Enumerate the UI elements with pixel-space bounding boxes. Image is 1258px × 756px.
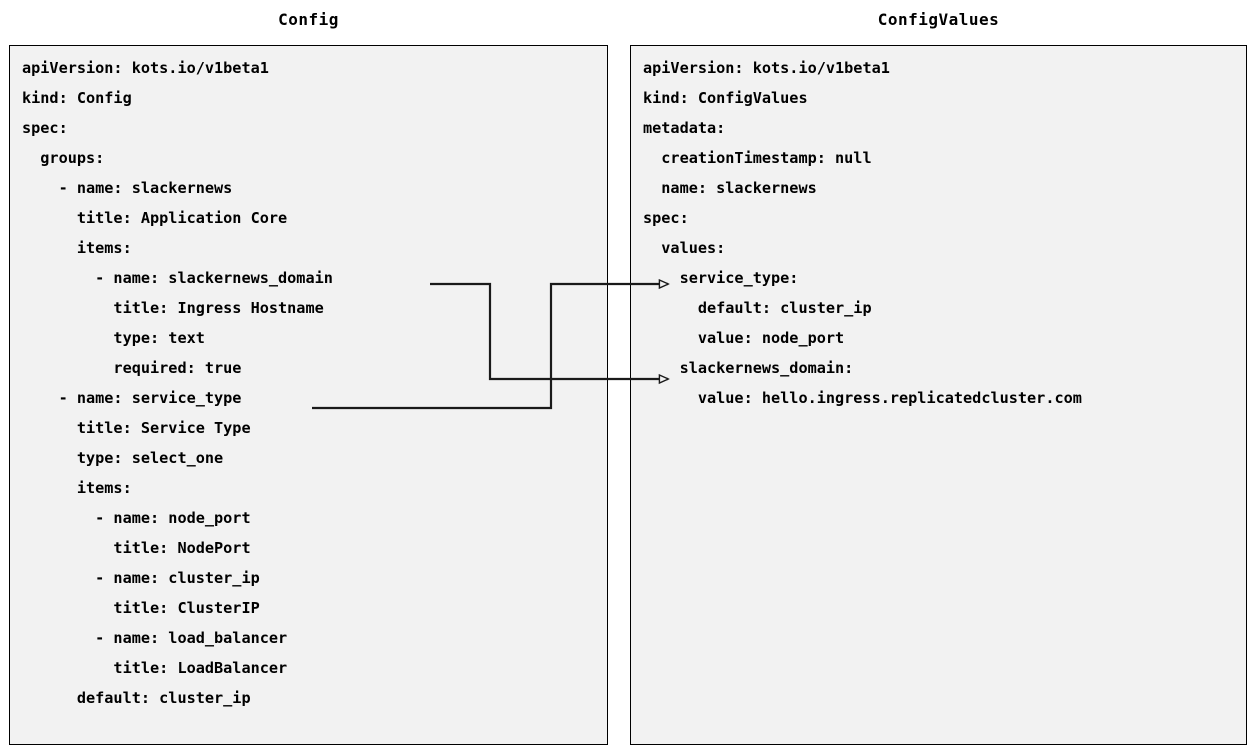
config-yaml-line: groups: (22, 149, 105, 167)
config-yaml-line: default: cluster_ip (22, 689, 251, 707)
config-yaml-line: required: true (22, 359, 242, 377)
config-yaml-line: kind: Config (22, 89, 132, 107)
configvalues-yaml-line: value: hello.ingress.replicatedcluster.c… (643, 389, 1082, 407)
config-yaml-line: items: (22, 479, 132, 497)
config-yaml-line: - name: slackernews (22, 179, 233, 197)
config-yaml-line: title: Ingress Hostname (22, 299, 324, 317)
config-yaml-line: - name: cluster_ip (22, 569, 260, 587)
config-yaml-line: - name: node_port (22, 509, 251, 527)
configvalues-yaml-line: apiVersion: kots.io/v1beta1 (643, 59, 890, 77)
configvalues-yaml-line: default: cluster_ip (643, 299, 872, 317)
config-yaml-line: title: Application Core (22, 209, 288, 227)
configvalues-yaml-line: slackernews_domain: (643, 359, 854, 377)
configvalues-yaml-line: creationTimestamp: null (643, 149, 872, 167)
configvalues-yaml-body: apiVersion: kots.io/v1beta1 kind: ConfigV… (643, 53, 1242, 413)
config-yaml-line: type: select_one (22, 449, 224, 467)
config-yaml-line: apiVersion: kots.io/v1beta1 (22, 59, 269, 77)
config-panel-title: Config (278, 10, 339, 29)
configvalues-yaml-line: values: (643, 239, 726, 257)
config-yaml-line: - name: service_type (22, 389, 242, 407)
configvalues-yaml-line: metadata: (643, 119, 726, 137)
configvalues-yaml-panel: apiVersion: kots.io/v1beta1 kind: ConfigV… (630, 45, 1247, 745)
config-yaml-line: type: text (22, 329, 205, 347)
configvalues-yaml-line: value: node_port (643, 329, 845, 347)
configvalues-yaml-line: kind: ConfigValues (643, 89, 808, 107)
config-yaml-panel: apiVersion: kots.io/v1beta1 kind: Config s… (9, 45, 608, 745)
config-yaml-line: spec: (22, 119, 68, 137)
config-yaml-line: title: LoadBalancer (22, 659, 288, 677)
config-yaml-line: - name: load_balancer (22, 629, 288, 647)
config-yaml-line: title: NodePort (22, 539, 251, 557)
configvalues-yaml-line: spec: (643, 209, 689, 227)
config-yaml-line: - name: slackernews_domain (22, 269, 333, 287)
configvalues-panel-title: ConfigValues (877, 10, 1000, 29)
configvalues-yaml-line: service_type: (643, 269, 799, 287)
config-yaml-line: title: ClusterIP (22, 599, 260, 617)
config-yaml-body: apiVersion: kots.io/v1beta1 kind: Config s… (22, 53, 603, 713)
config-yaml-line: title: Service Type (22, 419, 251, 437)
config-yaml-line: items: (22, 239, 132, 257)
configvalues-yaml-line: name: slackernews (643, 179, 817, 197)
